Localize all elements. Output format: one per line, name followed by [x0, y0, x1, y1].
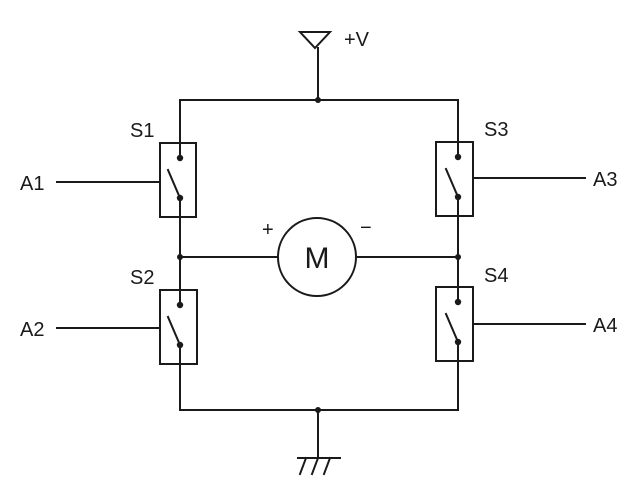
switch-s1 — [56, 142, 197, 218]
switch-s4 — [435, 286, 586, 362]
switch-s1-contact-top — [176, 154, 184, 162]
switch-s1-label: S1 — [130, 120, 154, 142]
right-mid-junction — [455, 254, 461, 260]
switch-s3-input-label: A3 — [593, 169, 617, 191]
switch-s2-label: S2 — [130, 267, 154, 289]
ground-symbol — [297, 409, 341, 476]
motor-circle — [277, 217, 357, 297]
top-junction — [315, 97, 321, 103]
switch-s1-box — [159, 142, 197, 218]
switch-s4-label: S4 — [484, 265, 508, 287]
switch-s4-box — [435, 286, 474, 362]
switch-s3 — [435, 141, 586, 217]
switch-s2-contact-top — [176, 301, 184, 309]
supply-triangle-icon — [297, 31, 333, 50]
switch-s3-box — [435, 141, 474, 217]
switch-s3-blade-icon — [444, 167, 460, 199]
left-mid-junction — [177, 254, 183, 260]
switch-s1-input-label: A1 — [20, 173, 44, 195]
switch-s4-input-label: A4 — [593, 315, 617, 337]
motor — [277, 217, 357, 297]
switch-s2 — [56, 289, 198, 365]
switch-s3-contact-top — [454, 153, 462, 161]
switch-s4-contact-top — [454, 298, 462, 306]
supply-symbol — [297, 31, 333, 101]
ground-hatch-3 — [322, 456, 332, 476]
switch-s1-blade-icon — [166, 168, 182, 200]
switch-s4-blade-icon — [444, 312, 460, 344]
motor-plus-label: + — [262, 219, 274, 241]
switch-s2-blade-icon — [166, 315, 182, 347]
motor-label: M — [305, 242, 330, 275]
switch-s3-label: S3 — [484, 119, 508, 141]
ground-hatch-1 — [298, 456, 308, 476]
motor-minus-label: − — [360, 217, 372, 239]
switch-s2-input-label: A2 — [20, 319, 44, 341]
supply-label: +V — [344, 29, 370, 51]
switch-s2-box — [159, 289, 198, 365]
ground-hatch-2 — [310, 456, 320, 476]
